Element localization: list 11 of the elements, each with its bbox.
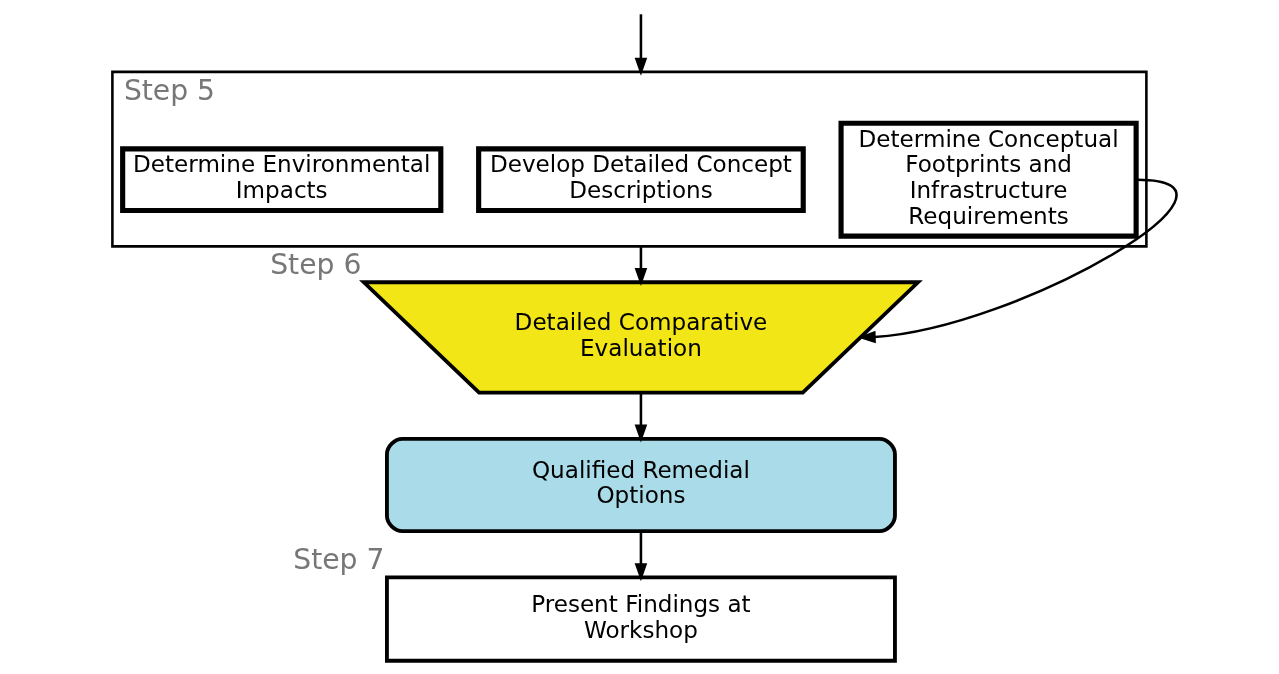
node-box: Determine Conceptual Footprints and Infrastructure Requirements [838, 120, 1139, 239]
node-box: Present Findings at Workshop [385, 575, 897, 663]
arrow [634, 14, 648, 76]
node-label: Step 7 [293, 543, 385, 577]
arrow [634, 531, 648, 582]
node-box: Qualified Remedial Options [385, 436, 897, 534]
node-label: Step 6 [270, 248, 362, 282]
node-box: Determine Environmental Impacts [120, 146, 444, 214]
arrow [634, 392, 648, 443]
node-box: Develop Detailed Concept Descriptions [476, 146, 806, 214]
arrow [634, 246, 648, 287]
